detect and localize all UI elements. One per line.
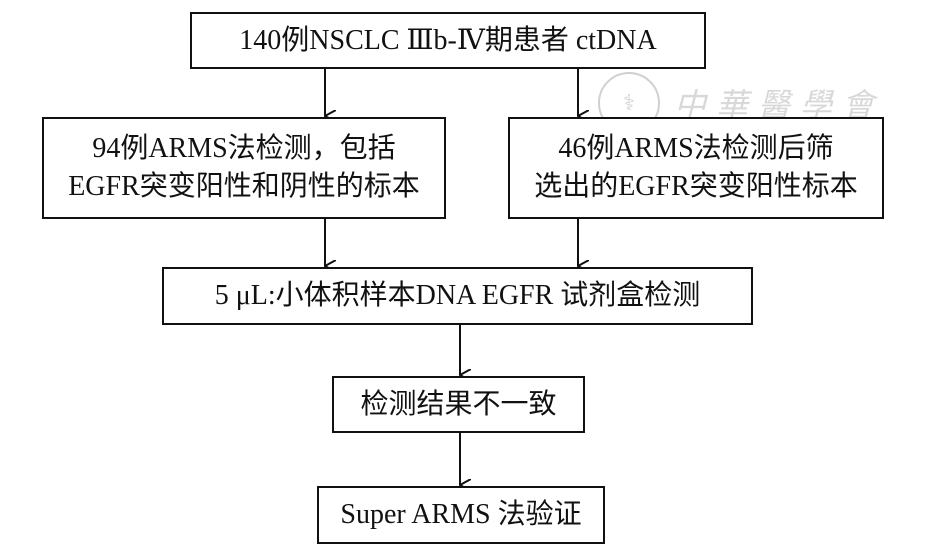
node-right: 46例ARMS法检测后筛 选出的EGFR突变阳性标本 (508, 117, 884, 219)
node-discord: 检测结果不一致 (332, 376, 585, 433)
node-verify-label: Super ARMS 法验证 (340, 499, 582, 530)
node-right-line1: 46例ARMS法检测后筛 (558, 133, 834, 164)
node-start: 140例NSCLC Ⅲb-Ⅳ期患者 ctDNA (190, 12, 706, 69)
node-left: 94例ARMS法检测，包括 EGFR突变阳性和阴性的标本 (42, 117, 446, 219)
node-left-line1: 94例ARMS法检测，包括 (92, 133, 396, 164)
node-discord-label: 检测结果不一致 (360, 388, 557, 420)
node-left-line2: EGFR突变阳性和阴性的标本 (68, 171, 420, 202)
node-test: 5 μL:小体积样本DNA EGFR 试剂盒检测 (162, 267, 753, 325)
node-start-label: 140例NSCLC Ⅲb-Ⅳ期患者 ctDNA (239, 24, 657, 56)
node-right-line2: 选出的EGFR突变阳性标本 (534, 171, 858, 202)
node-test-label: 5 μL:小体积样本DNA EGFR 试剂盒检测 (214, 280, 701, 311)
node-verify: Super ARMS 法验证 (317, 486, 605, 544)
